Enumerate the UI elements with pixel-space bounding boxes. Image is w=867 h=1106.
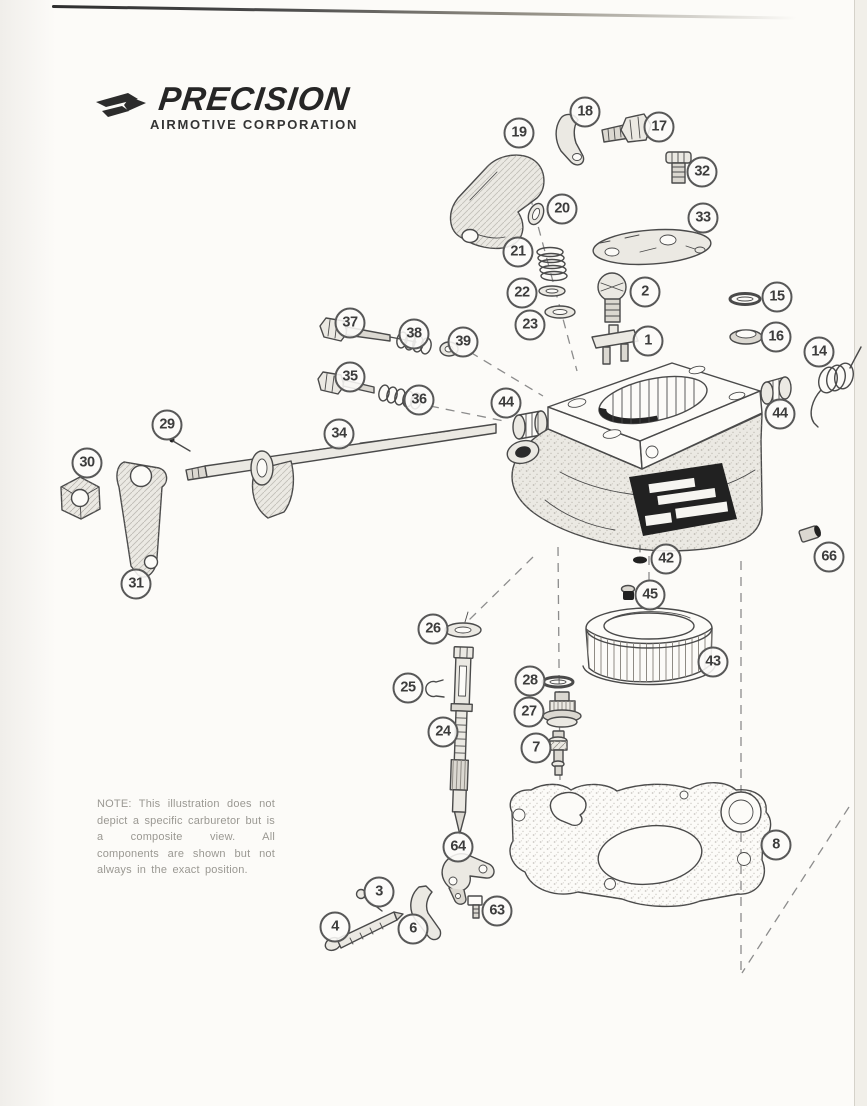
part-42 (633, 544, 647, 564)
part-37 (319, 317, 417, 343)
part-31 (116, 461, 168, 578)
part-2 (597, 272, 627, 323)
part-43 (582, 607, 716, 686)
part-34 (185, 423, 497, 519)
precision-arrow-icon (96, 93, 146, 117)
part-44-left (512, 410, 548, 440)
scan-left-margin (0, 0, 56, 1106)
scan-right-edge (854, 0, 867, 1106)
part-63 (467, 895, 483, 919)
part-17 (601, 113, 652, 143)
part-29 (169, 437, 191, 452)
part-19 (449, 154, 545, 250)
part-25 (425, 679, 445, 698)
logo-subtitle: AIRMOTIVE CORPORATION (150, 117, 359, 132)
part-33 (592, 228, 712, 266)
part-8-gasket (509, 782, 772, 908)
part-30 (60, 476, 101, 520)
part-18 (555, 113, 585, 166)
part-7 (548, 730, 568, 776)
precision-logo: PRECISION AIRMOTIVE CORPORATION (96, 80, 359, 132)
part-24 (449, 646, 474, 835)
part-20 (527, 202, 545, 226)
part-27 (542, 691, 582, 728)
part-44-right (760, 376, 792, 405)
part-15 (728, 292, 762, 306)
part-38 (396, 331, 432, 355)
part-21 (536, 246, 568, 282)
part-45 (620, 584, 636, 600)
part-36 (378, 384, 422, 410)
note-text: NOTE: This illustration does not depict … (97, 798, 275, 876)
part-66 (798, 525, 821, 543)
part-26 (444, 611, 482, 638)
part-32 (665, 151, 692, 184)
part-14 (810, 346, 862, 428)
part-6 (410, 885, 442, 941)
part-22 (538, 285, 566, 297)
part-39 (439, 341, 459, 357)
part-23 (544, 305, 576, 319)
part-16 (729, 329, 763, 345)
part-4 (324, 911, 404, 952)
part-3 (355, 888, 383, 912)
part-28 (541, 675, 575, 689)
carburetor-body (506, 362, 763, 552)
part-1 (591, 324, 639, 365)
part-35 (317, 371, 375, 395)
